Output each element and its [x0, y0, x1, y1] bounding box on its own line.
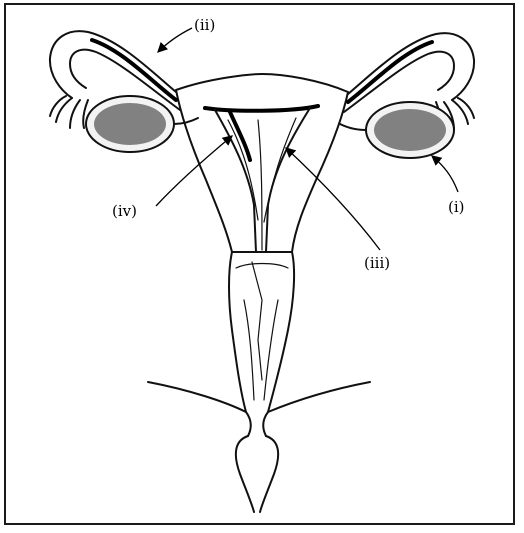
right-ovary	[340, 102, 454, 158]
vulva	[148, 382, 370, 512]
svg-text:(iv): (iv)	[112, 202, 137, 220]
label-iii: (iii)	[286, 148, 390, 272]
cervix-vagina	[229, 252, 294, 412]
left-ovary	[86, 96, 198, 152]
label-ii: (ii)	[158, 16, 215, 52]
uterus	[176, 74, 348, 252]
svg-text:(ii): (ii)	[194, 16, 215, 34]
label-i: (i)	[432, 156, 465, 216]
svg-text:(i): (i)	[448, 198, 465, 216]
svg-text:(iii): (iii)	[364, 254, 390, 272]
